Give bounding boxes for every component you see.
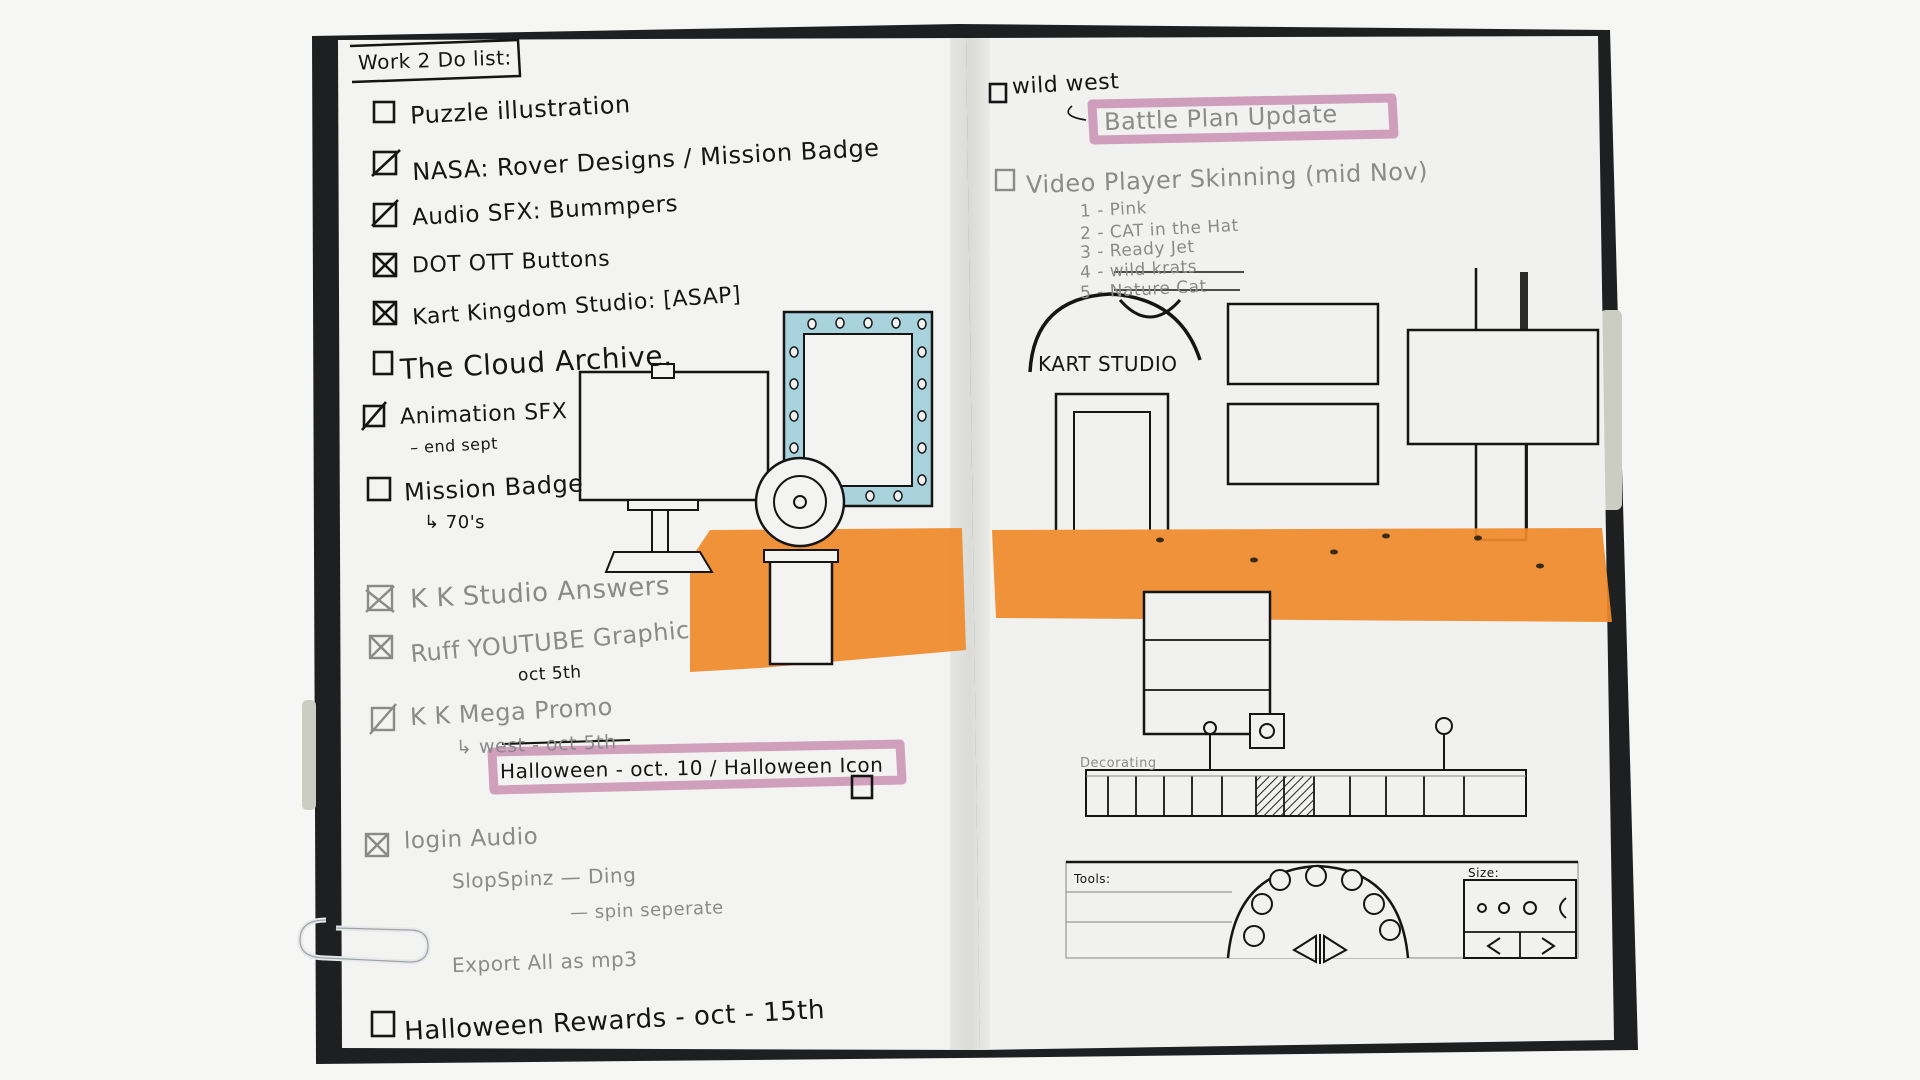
todo-subnote: oct 5th bbox=[517, 662, 583, 686]
elastic-band bbox=[1600, 310, 1622, 510]
pink-highlight-halloween bbox=[487, 739, 907, 795]
size-label: Size: bbox=[1468, 866, 1500, 880]
pink-highlight-battle-plan bbox=[1087, 93, 1399, 145]
sketch-monitor bbox=[578, 370, 770, 502]
todo-subnote: ↳ 70's bbox=[424, 512, 486, 533]
kart-studio-sign: KART STUDIO bbox=[1038, 352, 1178, 376]
orange-floor-right bbox=[992, 528, 1612, 622]
tools-label: Tools: bbox=[1074, 872, 1111, 886]
checkbox-group bbox=[361, 82, 1008, 1038]
decorating-label: Decorating bbox=[1080, 756, 1157, 771]
todo-item: login Audio bbox=[403, 823, 539, 855]
video-list-item: 1 - Pink bbox=[1079, 198, 1148, 222]
